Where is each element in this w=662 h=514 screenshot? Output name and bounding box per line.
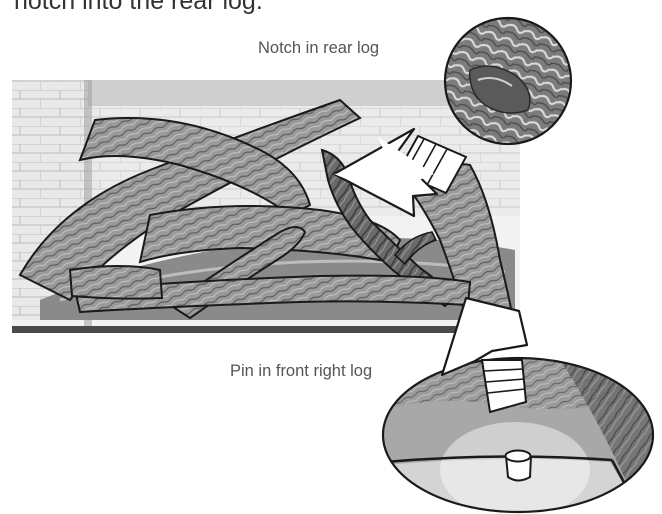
pin-detail xyxy=(506,451,532,481)
pin-callout-label: Pin in front right log xyxy=(230,362,372,381)
notch-callout-label: Notch in rear log xyxy=(258,39,379,58)
firebox-floor-edge xyxy=(12,326,520,333)
